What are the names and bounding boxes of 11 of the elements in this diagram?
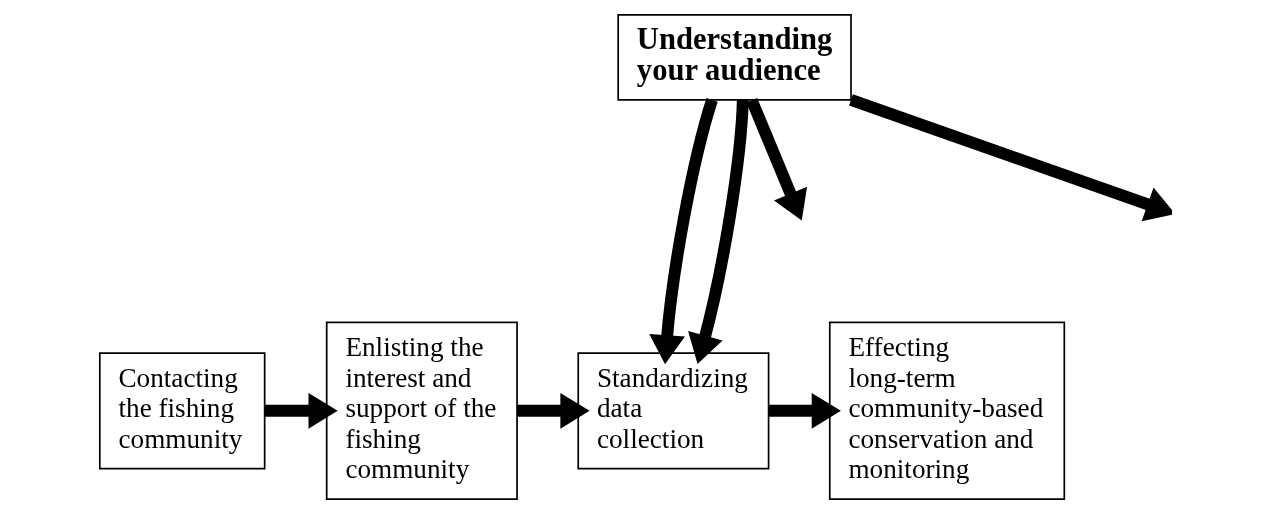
node-box: Contacting the fishing community (98, 352, 266, 470)
arrow (265, 392, 338, 429)
arrow (688, 99, 749, 364)
node-box: Effecting long-term community-based conservation and monitoring (828, 321, 1066, 501)
node-box: Understanding your audience (617, 13, 852, 101)
arrow (517, 392, 590, 429)
arrow (849, 94, 1172, 222)
arrow (769, 392, 841, 429)
node-box: Standardizing data collection (577, 352, 770, 470)
node-box: Enlisting the interest and support of the fishing community (325, 321, 518, 501)
arrow (746, 98, 808, 221)
